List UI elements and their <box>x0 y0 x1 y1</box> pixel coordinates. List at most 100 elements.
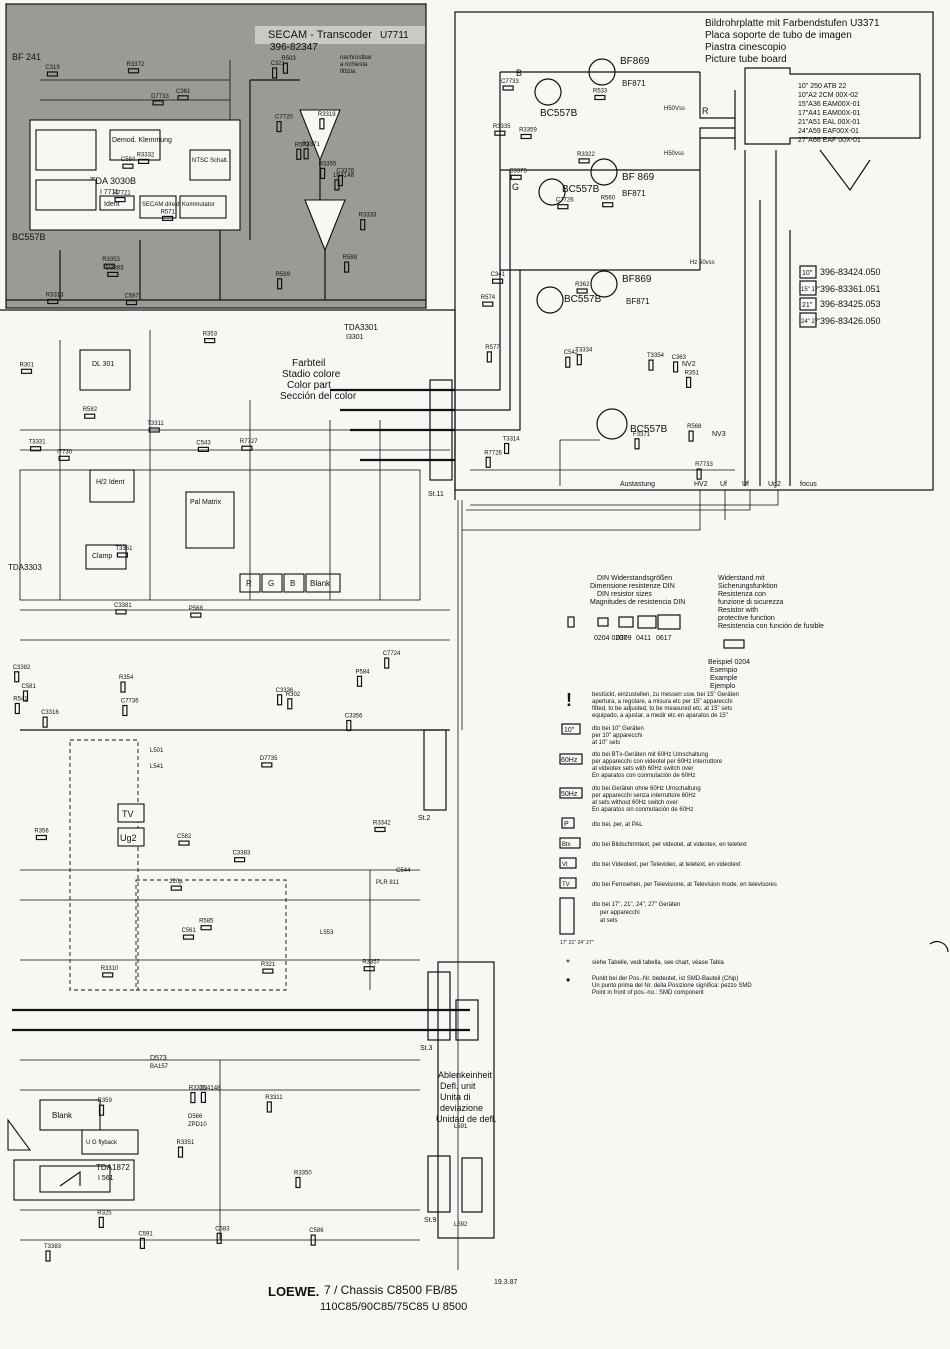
deflection-part: St.2 TV Ug2 St.3 St.9 Ablenkeinheit Defl… <box>7 729 497 1241</box>
legend-row: 50Hz dto bei Geräten ohne 60Hz Umschaltu… <box>559 786 701 813</box>
resistor-symbol <box>696 468 702 480</box>
capacitor-symbol <box>114 197 126 203</box>
capacitor-symbol <box>557 204 569 210</box>
terminal-blanking: Austastung <box>620 481 655 488</box>
component-ref: R353 <box>203 332 218 338</box>
component-ref: R3350 <box>294 1171 312 1177</box>
capacitor-symbol <box>241 445 253 451</box>
tube-type: 17"A41 EAM00X-01 <box>798 110 861 117</box>
part-label: L541 <box>150 764 164 770</box>
color-title-it: Stadio colore <box>282 369 341 380</box>
component-ref: R560 <box>601 196 616 202</box>
legend-row: 10" dto bei 10" Geräten per 10" apparecc… <box>561 723 644 746</box>
secam-title: SECAM - Transcoder <box>268 29 372 41</box>
resistor-symbol <box>266 1101 272 1113</box>
color-part: Farbteil Stadio colore Color part Secció… <box>0 309 456 641</box>
component-ref: R585 <box>199 919 214 925</box>
component-ref: R568 <box>687 424 702 430</box>
secam-ref: U7711 <box>380 30 409 41</box>
tube-type: 10" 250 ATB 22 <box>798 83 846 90</box>
capacitor-symbol <box>170 885 182 891</box>
resistor-symbol <box>486 351 492 363</box>
secam-ic: TDA 3030B <box>90 176 136 186</box>
capacitor-symbol <box>182 934 195 940</box>
component-ref: C361 <box>176 89 191 95</box>
capacitor-symbol <box>148 427 160 433</box>
resistor-symbol <box>360 219 366 231</box>
resistor-symbol <box>122 704 128 717</box>
legend-symbol: 17" 21" 24" 27" <box>560 940 594 946</box>
resistor-symbol <box>177 1146 184 1158</box>
legend-symbol: • <box>566 973 570 987</box>
svg-text:dto bei Videotext, per Televid: dto bei Videotext, per Televideo, at tel… <box>592 862 741 868</box>
transistor-label: BF869 <box>622 274 652 285</box>
capacitor-symbol <box>58 455 70 461</box>
capacitor-symbol <box>234 857 246 863</box>
capacitor-symbol <box>125 300 138 306</box>
variant-part: 396-83424.050 <box>820 267 881 277</box>
svg-text:dto bei 17", 21", 24", 27" Ger: dto bei 17", 21", 24", 27" Geräten <box>592 902 680 908</box>
component-ref: R3359 <box>519 128 537 134</box>
supply-nv2: NV2 <box>682 361 696 368</box>
din-size: 0617 <box>656 635 672 642</box>
svg-text:siehe Tabelle, vedi tabella, s: siehe Tabelle, vedi tabella, see chart, … <box>592 960 725 966</box>
g-block: G <box>268 579 274 588</box>
legend-symbol: * <box>566 958 570 969</box>
crt-title: Bildrohrplatte mit Farbendstufen U3371 <box>705 18 880 29</box>
svg-text:dto bei Fernsehen, per Televis: dto bei Fernsehen, per Televisione, at T… <box>592 882 777 888</box>
tube-type: 10"A2 2CM 00X-02 <box>798 92 858 99</box>
component-ref: 1N4148 <box>199 1085 221 1091</box>
legend-row: * siehe Tabelle, vedi tabella, see chart… <box>566 958 725 969</box>
capacitor-symbol <box>107 271 119 277</box>
component-ref: R3371 <box>302 142 320 148</box>
component-ref: R7733 <box>695 462 713 468</box>
matrix-block: Pal Matrix <box>190 499 222 506</box>
resistor-symbol <box>282 62 288 74</box>
component-ref: R7727 <box>240 439 258 445</box>
transistor-label: BF871 <box>626 297 650 306</box>
component-ref: R541 <box>13 697 28 703</box>
clamp-block: Clamp <box>92 553 112 560</box>
component-ref: R582 <box>83 407 98 413</box>
svg-text:at sets: at sets <box>600 918 618 924</box>
ug2-box: Ug2 <box>120 833 137 843</box>
secam-note-2: a richiesta <box>340 62 368 68</box>
protect-text: Resistenza con <box>718 591 766 598</box>
resistor-symbol <box>296 148 302 160</box>
component-ref: R325 <box>97 1210 112 1216</box>
scan-artifact <box>929 940 949 953</box>
capacitor-symbol <box>116 552 129 558</box>
part-label: L501 <box>150 748 164 754</box>
deflection-coil-h <box>455 999 479 1041</box>
component-ref: C319 <box>45 65 60 71</box>
example-text: Esempio <box>710 667 737 674</box>
legend-symbol: 10" <box>564 727 575 734</box>
resistor-symbol <box>310 1234 316 1246</box>
color-ic-ref: I3301 <box>346 334 364 341</box>
model-line: 110C85/90C85/75C85 U 8500 <box>320 1301 467 1313</box>
terminal-hv2: HV2 <box>694 481 708 488</box>
component-ref: P584 <box>356 669 371 675</box>
component-ref: R321 <box>261 962 276 968</box>
din-title: DIN Widerstandsgrößen <box>597 575 672 582</box>
secam-transistor: BF 241 <box>12 52 41 62</box>
svg-text:at videotex sets with 60Hz swi: at videotex sets with 60Hz switch over <box>592 766 693 772</box>
din-size: 0309 <box>616 635 632 642</box>
color-ic2: TDA3303 <box>8 563 42 572</box>
capacitor-symbol <box>576 288 588 294</box>
resistor-symbol <box>685 376 692 388</box>
connector-label: St.3 <box>420 1045 433 1052</box>
component-ref: R3355 <box>319 161 337 167</box>
protect-text: protective function <box>718 615 775 622</box>
capacitor-symbol <box>578 158 590 164</box>
part-label: ZPD10 <box>188 1122 207 1128</box>
component-ref: T3311 <box>147 421 164 427</box>
component-ref: R7726 <box>484 450 502 456</box>
resistor-symbol <box>98 1216 104 1229</box>
component-ref: R3342 <box>373 821 391 827</box>
legend-row: • Punkt bei der Pos.-Nr. bedeutet, ist S… <box>566 973 752 996</box>
flyback-box: U G flyback <box>86 1140 118 1146</box>
tube-type: 15"A36 EAM00X-01 <box>798 101 861 108</box>
opamp-triangle <box>304 199 346 252</box>
brand-logo: LOEWE. <box>268 1284 319 1299</box>
